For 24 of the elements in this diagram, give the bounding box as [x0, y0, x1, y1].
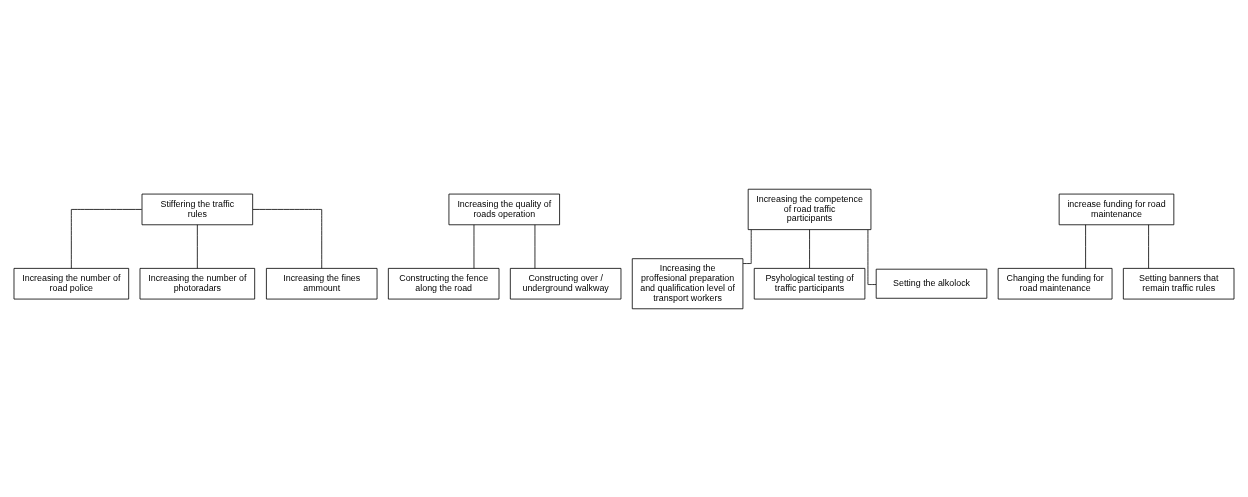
connector: [252, 208, 323, 269]
node-box: Increasing the proffesional preparation and qualification level of transport workers: [631, 257, 744, 309]
node-box: Constructing the fence along the road: [387, 267, 500, 299]
connector: [473, 223, 475, 269]
node-box: Changing the funding for road maintenance: [997, 267, 1113, 299]
node-box: increase funding for road maintenance: [1058, 193, 1175, 225]
connector: [867, 229, 877, 285]
node-box: Increasing the number of photoradars: [139, 267, 256, 299]
connector: [534, 223, 536, 269]
node-box: Psyhological testing of traffic participants: [753, 267, 866, 299]
node-box: Increasing the quality of roads operation: [448, 193, 560, 225]
node-box: Setting banners that remain traffic rules: [1122, 267, 1235, 299]
connector: [742, 228, 752, 264]
connector: [196, 223, 198, 269]
connector: [70, 208, 143, 269]
connector: [809, 228, 810, 269]
node-box: Increasing the competence of road traffic participants: [747, 188, 872, 230]
connector: [1085, 223, 1086, 269]
node-box: Increasing the number of road police: [13, 267, 130, 299]
connector: [1148, 223, 1149, 269]
node-box: Constructing over / underground walkway: [509, 267, 622, 299]
node-box: Setting the alkolock: [875, 268, 988, 299]
node-box: Increasing the fines ammount: [266, 267, 378, 299]
node-box: Stiffering the traffic rules: [141, 193, 254, 225]
